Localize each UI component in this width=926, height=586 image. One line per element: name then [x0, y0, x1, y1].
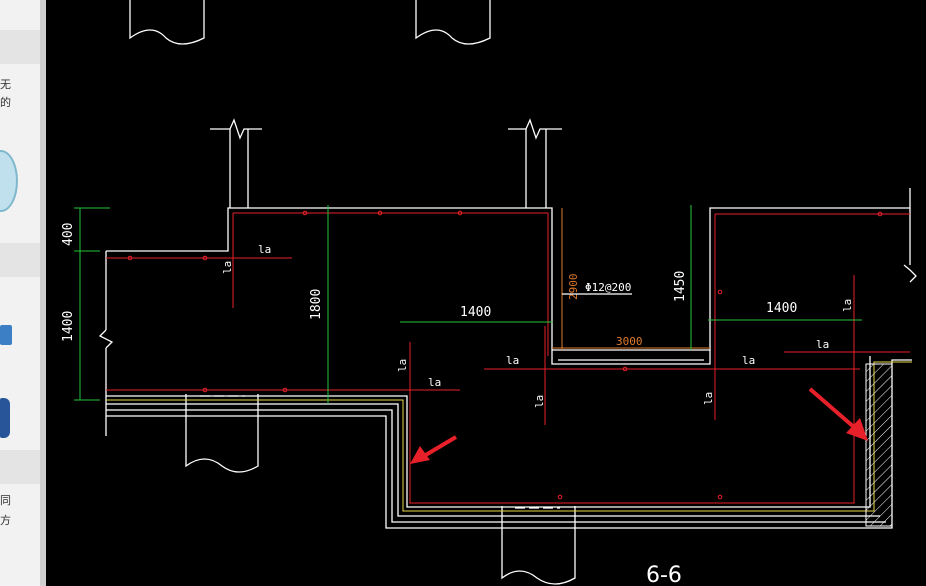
hatched-wall	[865, 363, 893, 527]
pile-top-left	[129, 0, 205, 45]
panel-band	[0, 30, 40, 64]
dimension-1400-mid: 1400	[460, 305, 491, 320]
dimension-texts: 400 1400 1800 1400 1450 1400	[61, 223, 797, 342]
dimension-400: 400	[61, 223, 76, 246]
dimension-1400-right: 1400	[766, 301, 797, 316]
panel-band	[0, 450, 40, 484]
dimension-2900: 2900	[567, 274, 580, 301]
green-dimensions	[74, 205, 862, 404]
anchor-label: la	[396, 359, 409, 372]
column-right	[508, 118, 562, 208]
anchor-label: la	[742, 354, 755, 367]
annotation-arrow-right	[808, 387, 868, 441]
orange-dimensions: 2900 3000 Φ12@200	[552, 208, 710, 350]
panel-snippet-text: 同	[0, 494, 11, 507]
anchor-label: la	[258, 243, 271, 256]
anchor-label: la	[506, 354, 519, 367]
dimension-1450: 1450	[673, 271, 688, 302]
slab-outline	[98, 188, 917, 529]
person-icon[interactable]	[0, 398, 10, 438]
anchor-label: la	[428, 376, 441, 389]
rebar-note: Φ12@200	[585, 281, 631, 294]
column-left	[210, 118, 262, 208]
cad-drawing: 2900 3000 Φ12@200 400 1400 1800 14	[61, 0, 917, 586]
panel-snippet-text: 方	[0, 514, 11, 527]
anchor-labels: la la la la la la la la la la	[221, 243, 854, 408]
panel-scroll-edge[interactable]	[40, 0, 46, 586]
app-icon[interactable]	[0, 325, 12, 345]
anchor-label: la	[533, 395, 546, 408]
panel-band	[0, 243, 40, 277]
pile-top-right	[415, 0, 491, 45]
pile-bottom	[501, 506, 576, 585]
cad-drawing-canvas[interactable]: 2900 3000 Φ12@200 400 1400 1800 14	[46, 0, 926, 586]
dimension-1400-left: 1400	[61, 311, 76, 342]
panel-snippet-text: 无	[0, 78, 11, 91]
dimension-1800: 1800	[309, 289, 324, 320]
dimension-3000: 3000	[616, 335, 643, 348]
pile-lower-left	[185, 394, 259, 473]
section-label: 6-6	[646, 563, 682, 586]
panel-snippet-text: 的	[0, 96, 11, 109]
anchor-label: la	[221, 261, 234, 274]
anchor-label: la	[841, 299, 854, 312]
thumbnail-image[interactable]	[0, 150, 18, 212]
rebar	[106, 210, 910, 504]
annotation-arrow-left	[410, 435, 458, 464]
anchor-label: la	[816, 338, 829, 351]
side-panel[interactable]: 无 的 同 方	[0, 0, 40, 586]
anchor-label: la	[702, 392, 715, 405]
